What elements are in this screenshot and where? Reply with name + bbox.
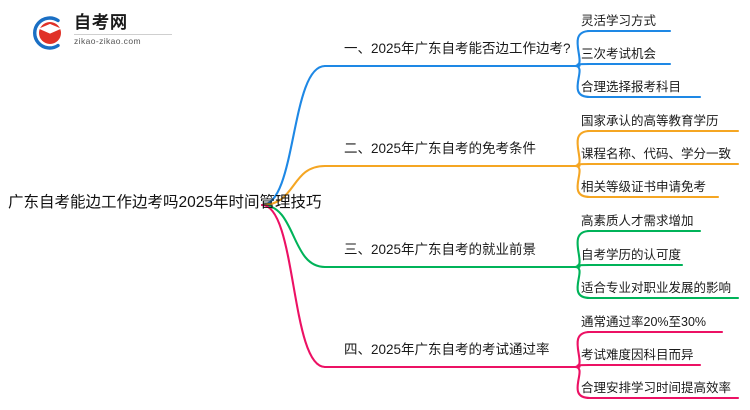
branch-label-4[interactable]: 四、2025年广东自考的考试通过率 bbox=[344, 342, 550, 357]
root-topic[interactable]: 广东自考能边工作边考吗2025年时间管理技巧 bbox=[8, 194, 322, 211]
leaf-label[interactable]: 灵活学习方式 bbox=[581, 14, 657, 28]
leaf-label[interactable]: 课程名称、代码、学分一致 bbox=[581, 147, 732, 161]
branch-label-3[interactable]: 三、2025年广东自考的就业前景 bbox=[344, 242, 537, 257]
logo-title: 自考网 bbox=[74, 13, 128, 32]
leaf-label[interactable]: 自考学历的认可度 bbox=[581, 248, 682, 262]
branch-label-2[interactable]: 二、2025年广东自考的免考条件 bbox=[344, 141, 537, 156]
graduation-cap-icon bbox=[28, 14, 68, 52]
leaf-label[interactable]: 三次考试机会 bbox=[581, 47, 657, 61]
leaf-label[interactable]: 适合专业对职业发展的影响 bbox=[581, 281, 732, 295]
leaf-label[interactable]: 通常通过率20%至30% bbox=[581, 315, 707, 329]
logo-text: 自考网 zikao-zikao.com bbox=[74, 13, 174, 47]
leaf-label[interactable]: 合理选择报考科目 bbox=[581, 80, 682, 94]
leaf-label[interactable]: 相关等级证书申请免考 bbox=[581, 180, 707, 194]
leaf-label[interactable]: 合理安排学习时间提高效率 bbox=[581, 381, 732, 395]
logo-divider bbox=[74, 34, 172, 35]
branch-label-1[interactable]: 一、2025年广东自考能否边工作边考? bbox=[344, 41, 571, 56]
leaf-label[interactable]: 高素质人才需求增加 bbox=[581, 214, 694, 228]
leaf-label[interactable]: 国家承认的高等教育学历 bbox=[581, 114, 719, 128]
site-logo: 自考网 zikao-zikao.com bbox=[28, 10, 173, 54]
leaf-label[interactable]: 考试难度因科目而异 bbox=[581, 348, 694, 362]
logo-subtitle: zikao-zikao.com bbox=[74, 36, 141, 46]
